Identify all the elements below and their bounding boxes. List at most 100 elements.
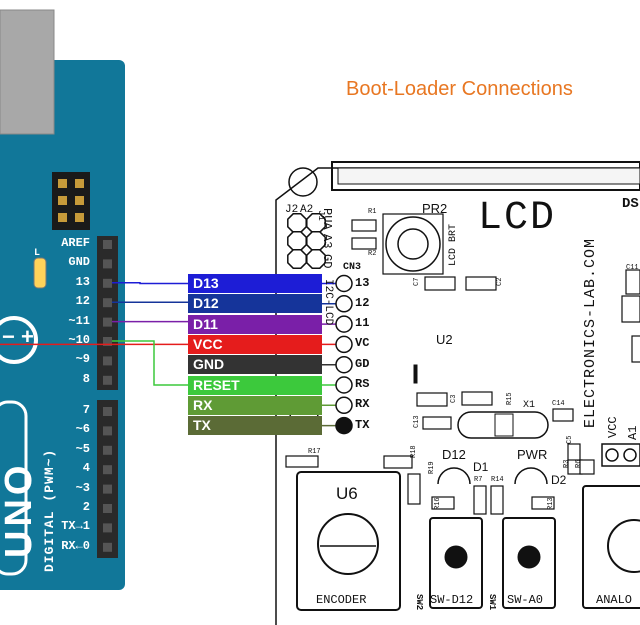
cn3-pin-label: GD: [355, 356, 370, 371]
smd-parts: [285, 219, 640, 515]
header-pin: [103, 465, 112, 475]
u6-label: U6: [336, 484, 358, 503]
cn3-pad: [335, 295, 353, 313]
header-pad: [287, 213, 307, 233]
j1-label: J1: [316, 210, 326, 221]
header-bottom: [97, 400, 118, 558]
ref-label: C7: [413, 277, 421, 286]
u2-pad: [413, 364, 418, 384]
cn3-pin-label: TX: [355, 417, 370, 432]
smd-part: [285, 455, 319, 468]
pr2-pot-inner: [397, 228, 429, 260]
pin-label: 2: [82, 500, 90, 514]
smd-part: [473, 485, 487, 515]
diagram-title: Boot-Loader Connections: [346, 78, 573, 100]
usb-connector: [0, 9, 55, 135]
pr2-label: PR2: [422, 201, 448, 216]
smd-part: [461, 391, 493, 406]
crystal-x1: [457, 411, 549, 439]
ref-label: C13: [413, 415, 421, 428]
sw-a0-label: SW-A0: [507, 593, 544, 607]
pin-label: ~11: [68, 313, 90, 328]
signal-label-rx: RX: [188, 395, 322, 415]
x1-pad: [494, 413, 514, 437]
cn3-pin-label: 12: [355, 295, 370, 310]
pin-label: 13: [75, 274, 90, 289]
cn3-pin-label: RS: [355, 377, 370, 391]
lcd-connector-inner: [337, 167, 640, 185]
header-pin: [103, 317, 112, 327]
sw1-body: [502, 517, 556, 609]
board-logo-symbol: − +: [2, 324, 34, 349]
smd-part: [625, 269, 640, 295]
sw1-button: [517, 545, 541, 569]
smd-part: [579, 459, 595, 475]
pin-label: 12: [75, 294, 90, 309]
brand-label: ELECTRONICS-LAB.COM: [582, 237, 599, 428]
analog-pot-knob: [607, 519, 640, 573]
header-pin: [103, 407, 112, 416]
smd-part: [351, 237, 377, 250]
signal-label-d13: D13: [188, 274, 322, 293]
cn3-pin-label: VC: [355, 336, 370, 351]
ref-label: R7: [474, 476, 483, 484]
arduino-pcb: [0, 60, 125, 590]
header-pin: [103, 337, 112, 346]
cn3-pin-label: RX: [355, 397, 370, 412]
a1-label: A1: [626, 425, 640, 440]
cn3-pad: [335, 315, 353, 333]
sw-d12-label: SW-D12: [430, 593, 474, 607]
cn3-pad: [335, 355, 353, 374]
icsp-pins: [58, 179, 84, 222]
smd-part: [422, 416, 452, 430]
header-pin: [103, 375, 112, 385]
header-pin: [103, 259, 112, 269]
ref-label: C2: [496, 277, 504, 286]
smd-part: [552, 408, 574, 422]
pin-label: 8: [82, 371, 90, 386]
j2-header: [287, 213, 326, 269]
pin-label: 7: [82, 403, 90, 417]
smd-part: [531, 496, 555, 510]
led-d12: [437, 467, 471, 485]
header-pin: [103, 426, 112, 436]
encoder-knob: [317, 513, 379, 575]
ref-label: R2: [368, 250, 377, 258]
signal-label-gnd: GND: [188, 355, 322, 375]
header-pin: [103, 278, 112, 288]
wire-d13: [112, 282, 188, 285]
a3-label: A3: [320, 234, 334, 249]
encoder-label: ENCODER: [316, 593, 367, 607]
smd-part: [631, 335, 640, 363]
ref-label: R6: [575, 459, 583, 468]
smd-part: [465, 276, 497, 291]
ref-label: R3: [563, 459, 571, 468]
d2-label: D2: [551, 473, 567, 487]
digital-label: DIGITAL (PWM~): [42, 448, 57, 572]
header-pin: [103, 356, 112, 366]
ref-label: C5: [566, 435, 574, 444]
smd-part: [424, 276, 456, 291]
shield-pcb: [275, 161, 640, 625]
ref-label: C14: [552, 400, 565, 408]
smd-part: [407, 473, 421, 505]
ds-label: DS: [622, 196, 639, 212]
pin-label: ~5: [75, 441, 90, 456]
ref-label: R13: [547, 497, 555, 510]
pr2-pot: [385, 216, 441, 272]
sw2-label: SW2: [414, 594, 424, 611]
u2-label: U2: [436, 332, 453, 347]
smd-part: [431, 496, 455, 510]
analog-label: ANALO: [596, 593, 633, 607]
mount-hole-top: [288, 167, 318, 197]
cn3-pad: [335, 376, 353, 394]
gd-label: GD: [320, 254, 334, 269]
pin-label: TX→1: [61, 519, 90, 534]
led-l-label: L: [34, 248, 41, 259]
r2-label: R2: [28, 598, 48, 615]
header-pin: [103, 504, 112, 513]
pin-label: ~3: [75, 480, 90, 495]
led-pwr: [514, 467, 548, 485]
header-pin: [103, 298, 112, 308]
